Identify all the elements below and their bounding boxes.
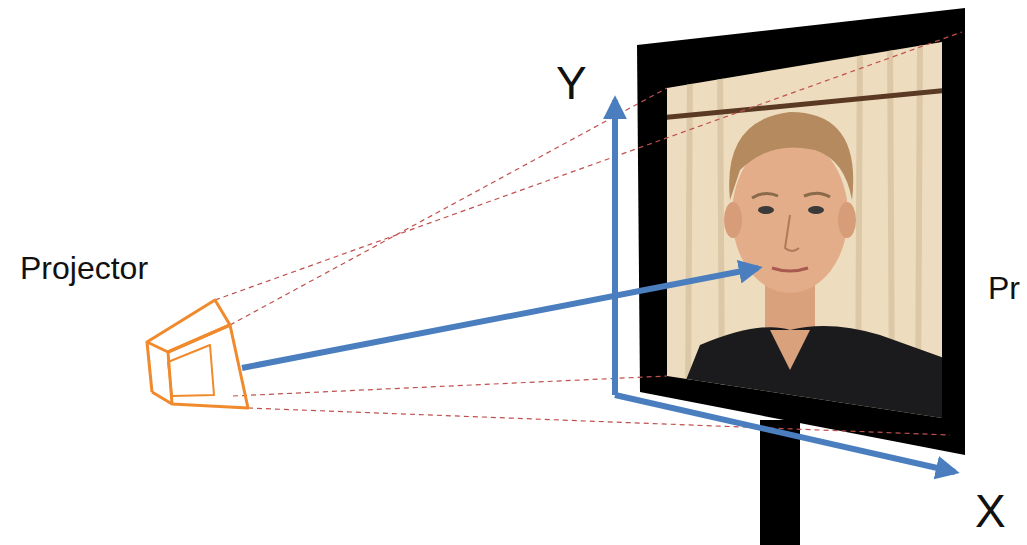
axis-label: X [975,488,1006,534]
face-photo [660,30,950,430]
coordinate-axes [242,100,955,472]
screen-label: Pr [988,272,1020,304]
projection-screen [637,8,965,455]
projection-rays [215,32,962,435]
screen-stand [760,420,800,545]
axis-label: Y [556,60,587,106]
projection-direction-arrow [242,268,758,368]
projector-label: Projector [20,252,148,284]
projector-icon [147,300,248,408]
